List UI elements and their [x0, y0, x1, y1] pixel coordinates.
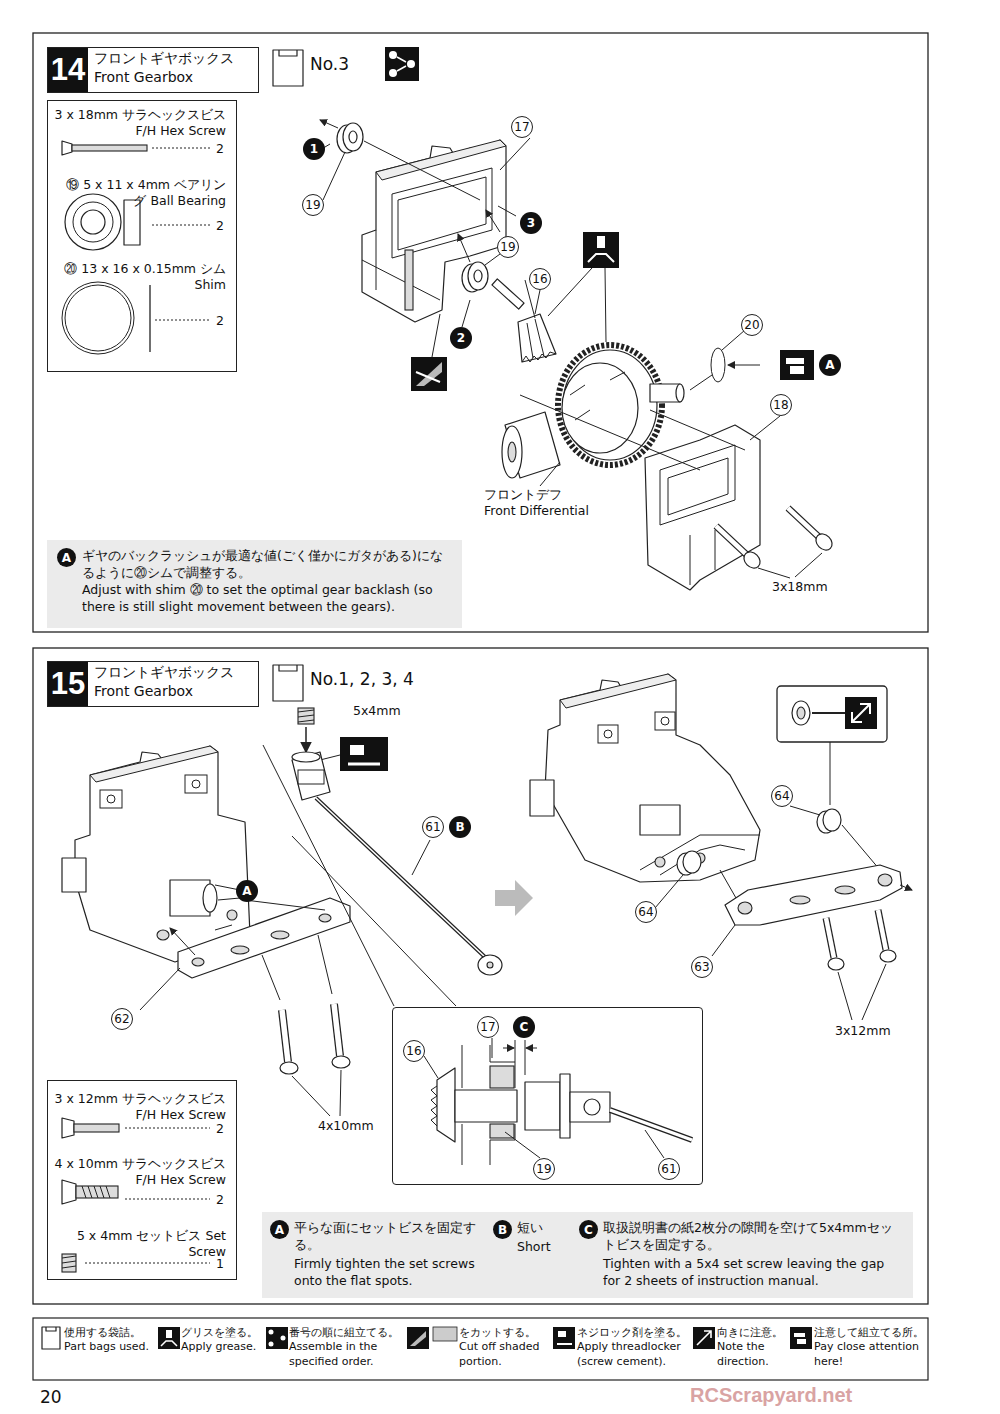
- note-japanese: ギヤのバックラッシュが最適な値(ごく僅かにガタがある)になるように⑳シムで調整す…: [82, 548, 452, 582]
- note-english: Adjust with shim ⑳ to set the optimal ge…: [82, 582, 452, 616]
- callout-number: 17: [511, 116, 533, 138]
- note-marker: C: [579, 1220, 598, 1239]
- part-quantity: 2: [216, 141, 230, 157]
- legend-text: 番号の順に組立てる。 Assemble in the specified ord…: [289, 1326, 407, 1369]
- part-label: フロントデフ Front Differential: [484, 487, 592, 520]
- note-english: Firmly tighten the set screws onto the f…: [294, 1256, 485, 1290]
- part-quantity: 2: [216, 218, 230, 234]
- part-label: 5x4mm: [353, 703, 401, 719]
- callout-number: 61: [422, 816, 444, 838]
- legend-text: ネジロック剤を塗る。 Apply threadlocker (screw cem…: [577, 1326, 689, 1369]
- part-label: 20: [40, 1386, 62, 1408]
- part-quantity: 2: [216, 1192, 230, 1208]
- part-label: 4x10mm: [318, 1118, 374, 1134]
- part-name: 3 x 12mm サラヘックスビス F/H Hex Screw: [54, 1091, 226, 1124]
- callout-number: A: [819, 354, 841, 376]
- note-text: 平らな面にセットビスを固定する。Firmly tighten the set s…: [294, 1220, 485, 1290]
- callout-number: 63: [691, 956, 713, 978]
- callout-number: 62: [111, 1008, 133, 1030]
- note-box: A ギヤのバックラッシュが最適な値(ごく僅かにガタがある)になるように⑳シムで調整…: [47, 540, 462, 628]
- step-title: フロントギヤボックス Front Gearbox: [94, 663, 254, 701]
- part-label: 3x12mm: [835, 1023, 891, 1039]
- part-label: No.1, 2, 3, 4: [310, 668, 414, 690]
- part-name: ⑳ 13 x 16 x 0.15mm シム Shim: [54, 261, 226, 294]
- step-header: 14フロントギヤボックス Front Gearbox: [47, 47, 259, 93]
- note-box: A 平らな面にセットビスを固定する。Firmly tighten the set …: [262, 1212, 913, 1298]
- callout-number: 3: [520, 212, 542, 234]
- step-title: フロントギヤボックス Front Gearbox: [94, 49, 254, 87]
- note-japanese: 取扱説明書の紙2枚分の隙間を空けて5x4mmセットビスを固定する。: [603, 1220, 897, 1254]
- legend-text: 注意して組立てる所。 Pay close attention here!: [814, 1326, 924, 1369]
- callout-number: 64: [771, 785, 793, 807]
- parts-list-box: 3 x 12mm サラヘックスビス F/H Hex Screw24 x 10mm…: [47, 1080, 237, 1280]
- note-text: ギヤのバックラッシュが最適な値(ごく僅かにガタがある)になるように⑳シムで調整す…: [82, 548, 452, 616]
- legend-text: をカットする。 Cut off shaded portion.: [459, 1326, 551, 1369]
- note-text: 短い Short: [517, 1220, 571, 1256]
- part-label: 3x18mm: [772, 579, 828, 595]
- callout-number: 19: [302, 194, 324, 216]
- note-marker: B: [493, 1220, 512, 1239]
- note-marker: A: [270, 1220, 289, 1239]
- callout-number: 17: [477, 1016, 499, 1038]
- note-english: Tighten with a 5x4 set screw leaving the…: [603, 1256, 897, 1290]
- callout-number: A: [236, 880, 258, 902]
- parts-list-box: 3 x 18mm サラヘックスビス F/H Hex Screw2⑲ 5 x 11…: [47, 100, 237, 372]
- callout-number: 19: [533, 1158, 555, 1180]
- callout-number: 18: [770, 394, 792, 416]
- part-label: No.3: [310, 53, 349, 75]
- step-number: 14: [48, 48, 88, 92]
- part-quantity: 2: [216, 313, 230, 329]
- note-japanese: 短い: [517, 1220, 571, 1237]
- callout-number: 16: [529, 268, 551, 290]
- legend-text: グリスを塗る。 Apply grease.: [181, 1326, 263, 1355]
- part-name: 3 x 18mm サラヘックスビス F/H Hex Screw: [54, 107, 226, 140]
- watermark: RCScrapyard.net: [690, 1384, 852, 1406]
- note-item: A 平らな面にセットビスを固定する。Firmly tighten the set …: [270, 1220, 485, 1290]
- callout-number: 16: [403, 1040, 425, 1062]
- part-name: 4 x 10mm サラヘックスビス F/H Hex Screw: [54, 1156, 226, 1189]
- callout-number: 19: [497, 236, 519, 258]
- callout-number: 61: [658, 1158, 680, 1180]
- note-english: Short: [517, 1239, 571, 1256]
- note-text: 取扱説明書の紙2枚分の隙間を空けて5x4mmセットビスを固定する。Tighten…: [603, 1220, 897, 1290]
- legend-text: 向きに注意。 Note the direction.: [717, 1326, 793, 1369]
- note-item: C 取扱説明書の紙2枚分の隙間を空けて5x4mmセットビスを固定する。Tighte…: [579, 1220, 897, 1290]
- note-marker: A: [57, 548, 76, 567]
- detail-inset: 17 C 16 19 61: [392, 1007, 703, 1185]
- callout-number: 20: [741, 314, 763, 336]
- part-quantity: 1: [216, 1256, 230, 1272]
- callout-number: 64: [635, 901, 657, 923]
- callout-number: B: [449, 816, 471, 838]
- part-name: 5 x 4mm セットビス Set Screw: [54, 1228, 226, 1261]
- step-header: 15フロントギヤボックス Front Gearbox: [47, 661, 259, 707]
- note-japanese: 平らな面にセットビスを固定する。: [294, 1220, 485, 1254]
- callout-number: C: [513, 1016, 535, 1038]
- part-name: ⑲ 5 x 11 x 4mm ベアリング Ball Bearing: [54, 177, 226, 210]
- note-item: B 短い Short: [493, 1220, 571, 1256]
- callout-number: 1: [303, 138, 325, 160]
- step-number: 15: [48, 662, 88, 706]
- callout-number: 2: [450, 327, 472, 349]
- legend-text: 使用する袋詰。 Part bags used.: [64, 1326, 154, 1355]
- part-quantity: 2: [216, 1121, 230, 1137]
